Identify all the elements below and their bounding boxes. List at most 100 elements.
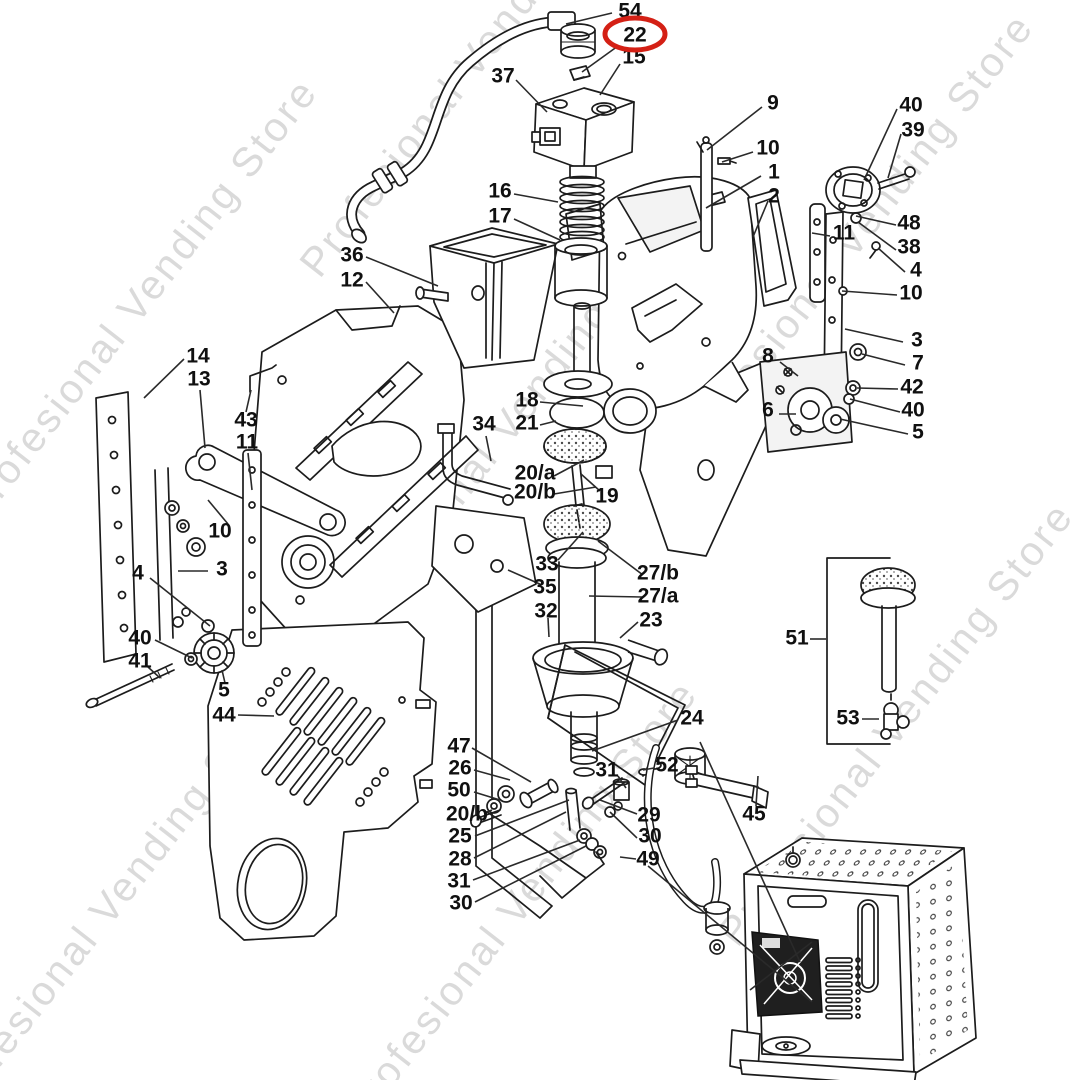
leader-line (619, 621, 639, 639)
part-label-19: 19 (595, 485, 618, 508)
leader-line (855, 215, 897, 226)
leader-line (877, 247, 906, 273)
part-label-26: 26 (448, 757, 471, 780)
leader-line (553, 486, 597, 495)
part-label-18: 18 (515, 389, 539, 412)
leader-line (588, 595, 643, 598)
part-label-3: 3 (216, 558, 228, 581)
leader-line (474, 799, 570, 837)
part-label-2: 2 (768, 185, 780, 208)
leader-line (863, 108, 898, 181)
part-label-49: 49 (636, 848, 659, 871)
part-label-9: 9 (767, 92, 779, 115)
leader-line (515, 79, 548, 113)
highlight-layer (602, 15, 668, 53)
leader-line (147, 666, 161, 679)
leader-line (474, 845, 587, 903)
leader-line (143, 358, 185, 399)
leader-line (749, 941, 813, 991)
leader-line (617, 775, 627, 789)
part-label-30: 30 (449, 892, 472, 915)
leader-line (199, 389, 206, 449)
carrier-plate-12 (251, 305, 479, 643)
leader-line (245, 389, 252, 413)
leader-line (472, 839, 581, 881)
leader-line (565, 12, 613, 25)
dispense-funnel-23 (532, 639, 686, 801)
part-label-31: 31 (447, 870, 471, 893)
valve-block-37 (531, 87, 635, 179)
part-label-38: 38 (897, 236, 921, 259)
drain-hose (643, 744, 731, 955)
part-label-11: 11 (833, 222, 856, 245)
leader-line (553, 459, 585, 477)
leader-line (839, 418, 909, 435)
part-label-44: 44 (212, 704, 236, 727)
leader-line (207, 499, 229, 525)
part-label-40: 40 (128, 627, 151, 650)
part-label-53: 53 (836, 707, 859, 730)
leader-line (591, 719, 679, 752)
part-label-25: 25 (448, 825, 472, 848)
leader-line (539, 420, 557, 426)
part-label-41: 41 (128, 650, 152, 673)
part-label-48: 48 (897, 212, 921, 235)
leader-line (642, 767, 655, 771)
leader-line (580, 473, 601, 492)
part-label-5: 5 (218, 679, 230, 702)
leader-line (599, 63, 621, 96)
machine-cabinet (729, 837, 977, 1080)
leader-line (609, 811, 638, 839)
lower-piston-27 (543, 504, 611, 649)
leader-line (699, 741, 801, 963)
leader-line (857, 221, 897, 251)
leader-line (507, 569, 543, 586)
part-label-27-a: 27/a (638, 585, 679, 608)
part-label-21: 21 (515, 412, 539, 435)
part-label-32: 32 (534, 600, 557, 623)
support-sheet (475, 361, 789, 919)
part-label-10: 10 (899, 282, 922, 305)
part-label-52: 52 (655, 754, 678, 777)
piston-stack (543, 175, 657, 529)
part-label-43: 43 (234, 409, 257, 432)
inlet-hose-54 (346, 11, 596, 244)
leader-line (473, 791, 501, 801)
part-label-27-b: 27/b (637, 562, 679, 585)
part-label-45: 45 (742, 803, 766, 826)
leader-line (647, 865, 813, 1003)
part-label-17: 17 (488, 205, 511, 228)
part-label-3: 3 (911, 329, 923, 352)
part-label-36: 36 (340, 244, 363, 267)
leader-line (841, 290, 898, 296)
leader-line (221, 669, 226, 684)
leader-line (154, 639, 193, 659)
part-label-35: 35 (533, 576, 557, 599)
leader-line (473, 769, 511, 781)
part-label-20-b: 20/b (514, 481, 556, 504)
part-label-16: 16 (488, 180, 511, 203)
part-label-28: 28 (448, 848, 472, 871)
part-label-51: 51 (785, 627, 809, 650)
leader-line (597, 540, 644, 576)
leader-line (705, 175, 762, 209)
part-label-37: 37 (491, 65, 514, 88)
part-label-23: 23 (639, 609, 662, 632)
leader-line (483, 809, 493, 814)
leader-line (755, 775, 759, 807)
right-hardware-group (759, 166, 916, 453)
part-label-33: 33 (535, 553, 558, 576)
part-label-5: 5 (912, 421, 924, 444)
leader-lines-layer (143, 12, 909, 1003)
part-label-20-b: 20/b (446, 803, 488, 826)
leader-line (887, 133, 902, 179)
leader-line (752, 200, 769, 238)
leader-line (779, 361, 799, 377)
part-label-34: 34 (472, 413, 496, 436)
leader-line (473, 811, 567, 859)
leader-line (599, 799, 638, 815)
leader-line (485, 435, 492, 462)
part-label-4: 4 (910, 259, 922, 282)
